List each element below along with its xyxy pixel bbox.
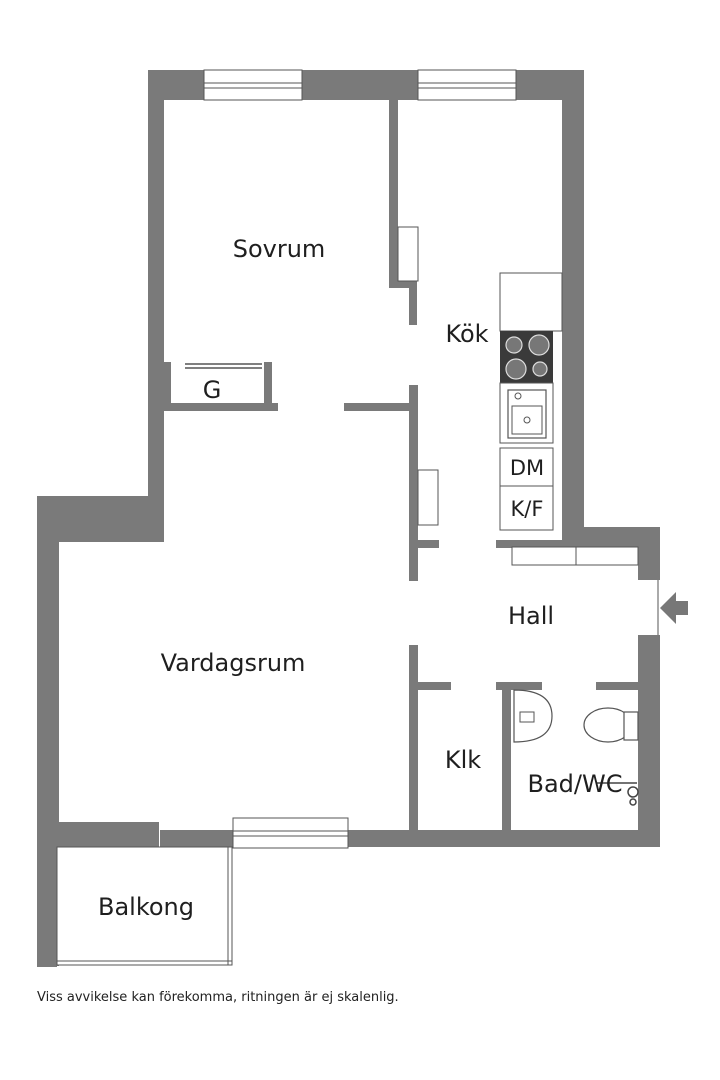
washbasin-icon — [513, 689, 553, 743]
room-label-garderob: G — [203, 376, 222, 404]
interior-walls — [163, 98, 640, 835]
hall-wardrobe — [511, 546, 639, 566]
room-label-hall: Hall — [508, 602, 554, 630]
sink-icon — [499, 382, 554, 444]
room-label-sovrum: Sovrum — [233, 235, 326, 263]
wardrobe-doors — [185, 363, 262, 369]
hall-closet — [417, 469, 439, 526]
bedroom-closet — [397, 226, 419, 282]
stove-icon — [500, 331, 553, 383]
room-label-balkong: Balkong — [98, 893, 194, 921]
entrance-arrow-icon — [660, 592, 688, 624]
disclaimer-text: Viss avvikelse kan förekomma, ritningen … — [37, 990, 399, 1005]
appliance-label-kf: K/F — [511, 497, 544, 521]
room-label-bad-wc: Bad/WC — [528, 770, 623, 798]
window-icon — [417, 69, 517, 101]
balcony — [56, 846, 233, 966]
room-label-vardagsrum: Vardagsrum — [161, 649, 306, 677]
shower-tap-icon — [597, 782, 639, 806]
window-icon — [203, 69, 303, 101]
kitchen-counter — [499, 272, 563, 531]
room-label-kok: Kök — [445, 320, 488, 348]
toilet-icon — [583, 707, 639, 743]
room-label-klk: Klk — [445, 746, 481, 774]
appliance-label-dm: DM — [510, 456, 544, 480]
window-icon — [232, 817, 349, 849]
windows — [203, 69, 517, 849]
